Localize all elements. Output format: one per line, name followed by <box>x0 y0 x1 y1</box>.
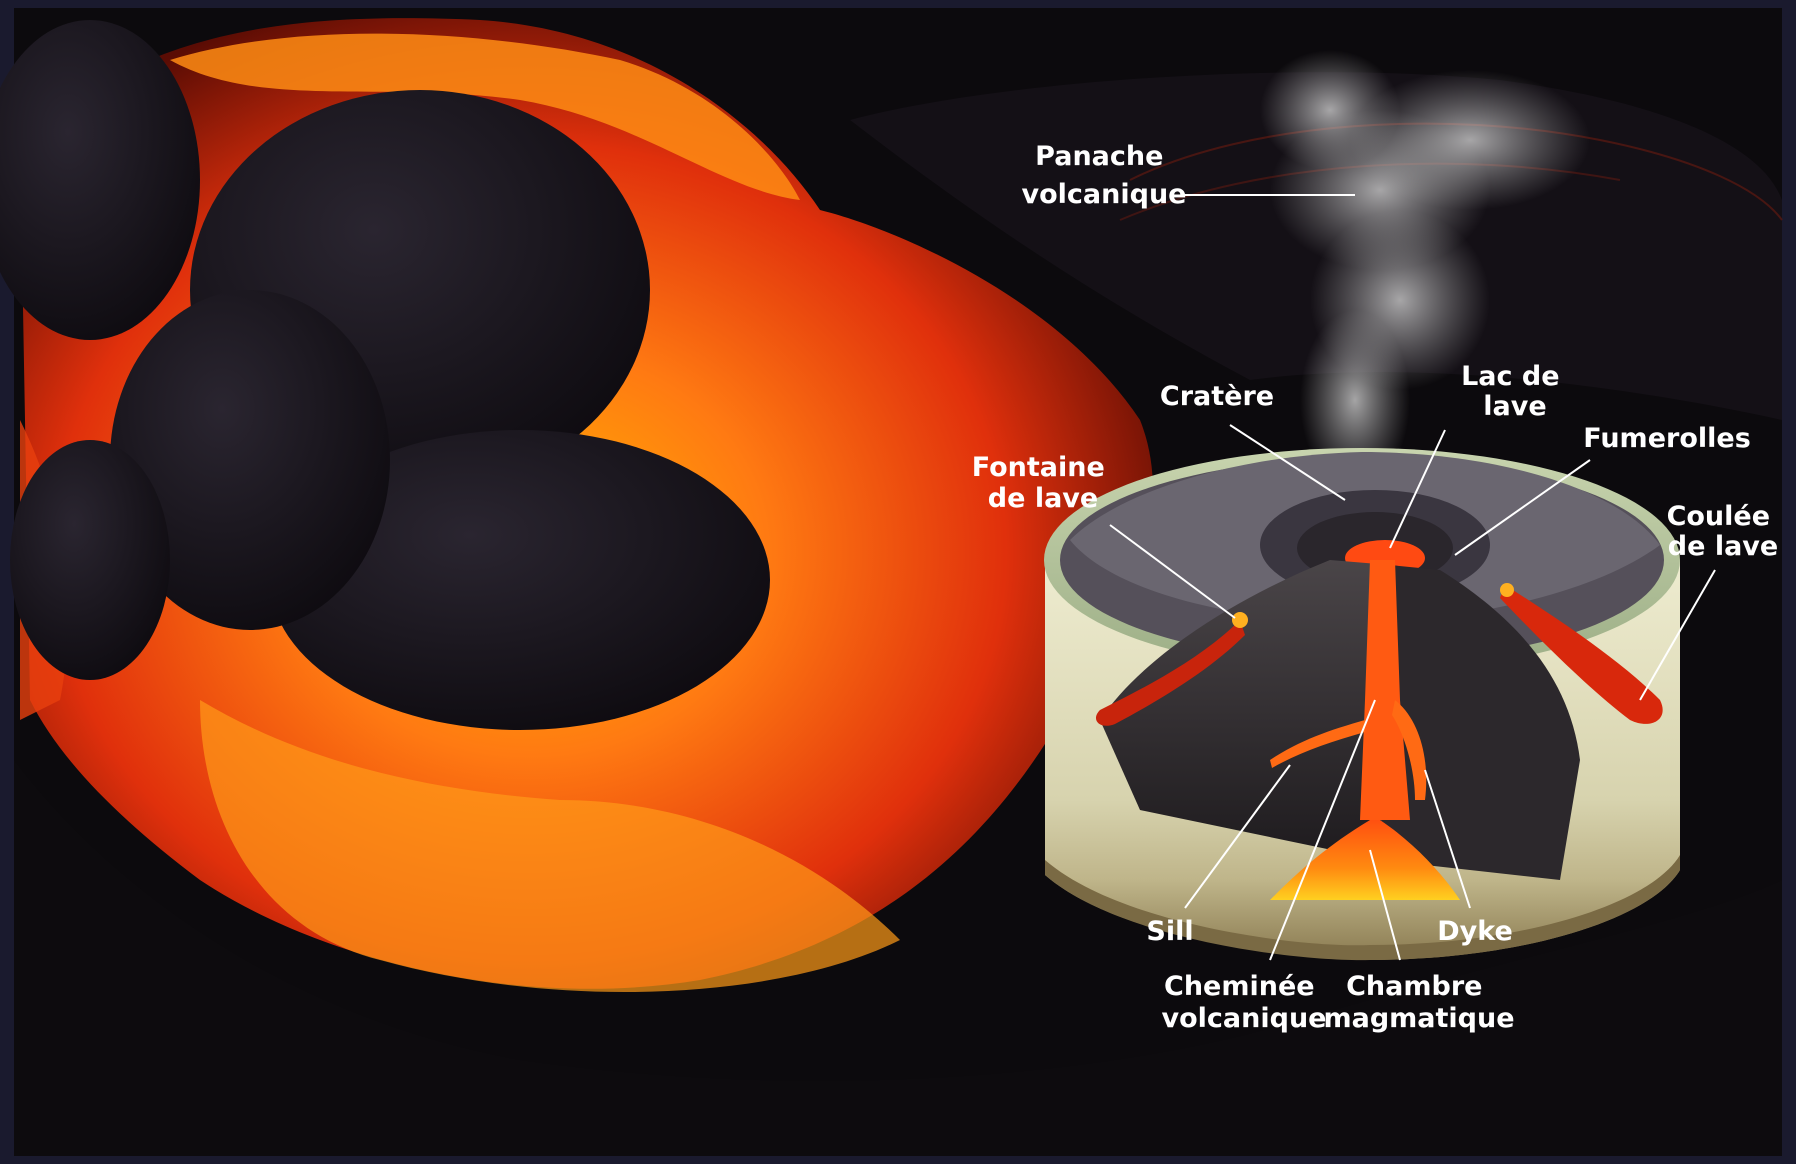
label-dyke: Dyke <box>1437 916 1513 947</box>
label-cheminee-volcanique: Cheminée volcanique <box>1162 971 1327 1034</box>
rock-lobe <box>10 440 170 680</box>
label-fontaine-de-lave: Fontaine de lave <box>972 452 1114 514</box>
volcano-cutaway <box>1044 448 1680 960</box>
label-coulee-de-lave: Coulée de lave <box>1667 501 1780 562</box>
label-cratere: Cratère <box>1160 381 1274 412</box>
label-sill: Sill <box>1146 916 1193 947</box>
label-chambre-magmatique: Chambre magmatique <box>1323 971 1514 1034</box>
label-fumerolles: Fumerolles <box>1583 423 1751 454</box>
